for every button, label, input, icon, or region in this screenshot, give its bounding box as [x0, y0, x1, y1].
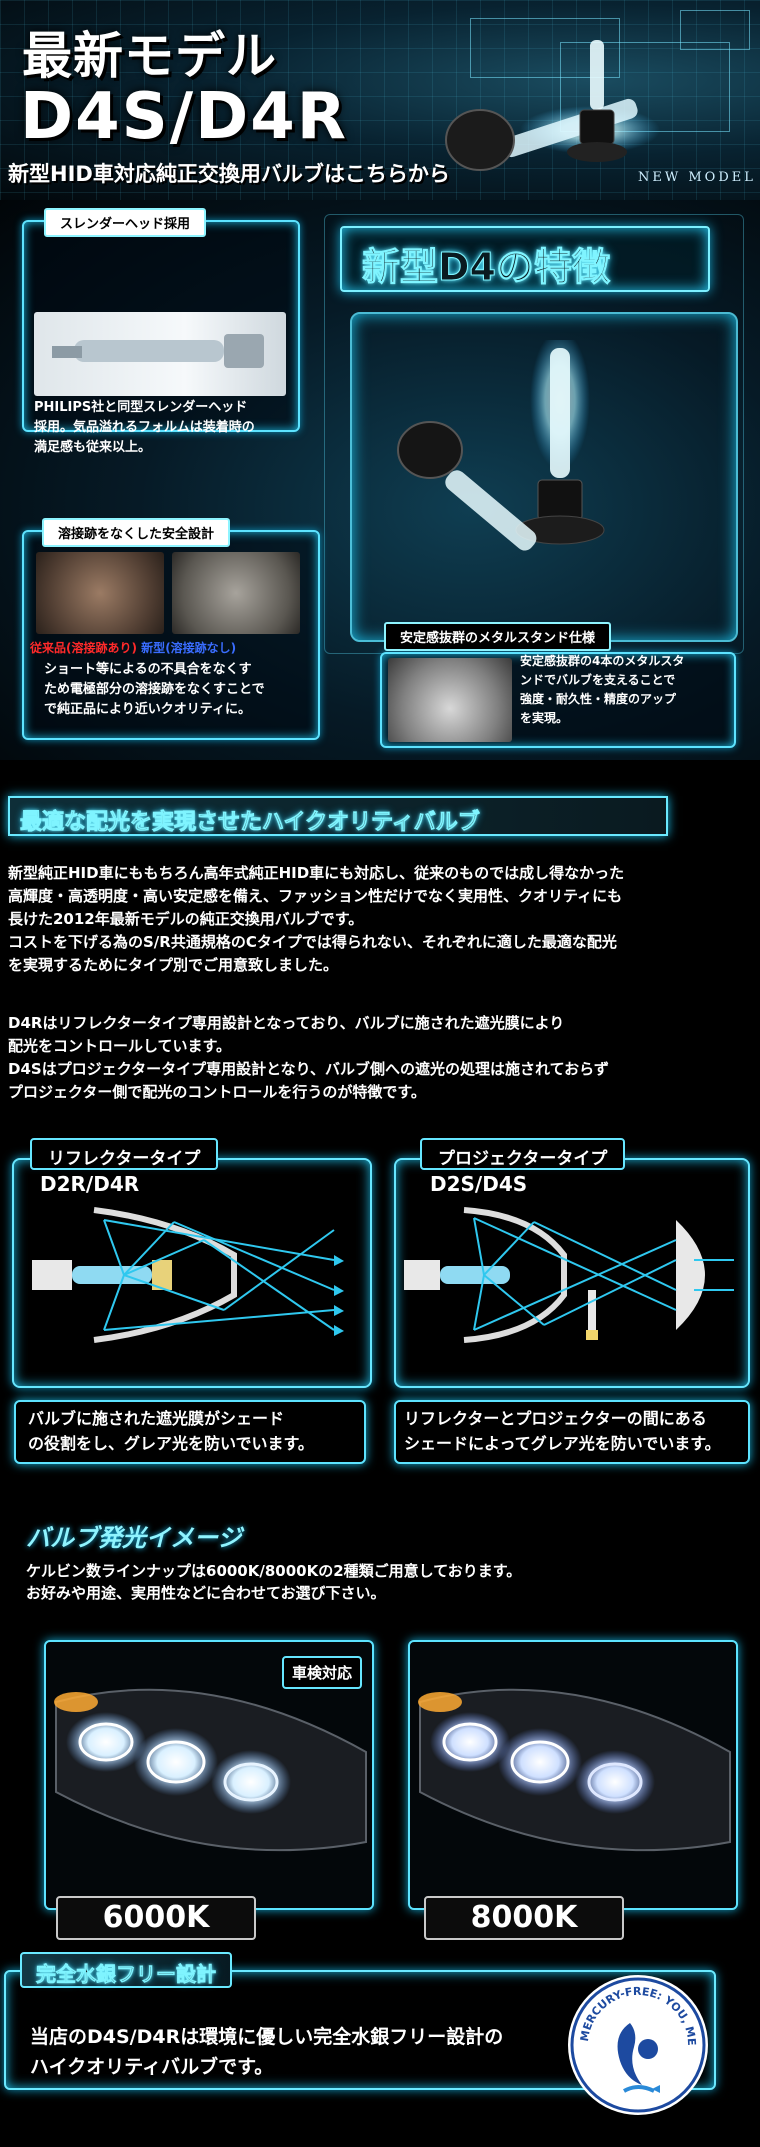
- quality-para1-line1: 新型純正HID車にももちろん高年式純正HID車にも対応し、従来のものでは成し得な…: [8, 864, 625, 882]
- metal-stand-photo: [388, 658, 512, 742]
- new-product-label-suffix: (溶接跡なし): [165, 641, 237, 655]
- mercury-free-seal-logo: MERCURY-FREE: YOU, ME AND BABIES: [568, 1975, 708, 2115]
- reflector-caption-1: バルブに施された遮光膜がシェード: [28, 1409, 285, 1428]
- quality-para1-line2: 高輝度・高透明度・高い安定感を備え、ファッション性だけでなく実用性、クオリティに…: [8, 887, 623, 905]
- slender-head-text-2: 採用。気品溢れるフォルムは装着時の: [34, 420, 255, 435]
- slender-head-tag: スレンダーヘッド採用: [44, 208, 207, 237]
- mercury-free-text-2: ハイクオリティバルブです。: [30, 2056, 274, 2078]
- projector-caption-box: [394, 1400, 750, 1464]
- projector-caption-1: リフレクターとプロジェクターの間にある: [404, 1409, 707, 1428]
- bulb-image-text: ケルビン数ラインナップは6000K/8000Kの2種類ご用意しております。 お好…: [26, 1560, 746, 1604]
- bulb-image-text-1: ケルビン数ラインナップは6000K/8000Kの2種類ご用意しております。: [26, 1562, 522, 1580]
- new-product-label-prefix: 新型: [141, 641, 166, 655]
- quality-para2-line1: D4Rはリフレクタータイプ専用設計となっており、バルブに施された遮光膜により: [8, 1014, 565, 1032]
- metal-stand-tag: 安定感抜群のメタルスタンド仕様: [384, 622, 612, 651]
- reflector-caption-2: の役割をし、グレア光を防いでいます。: [28, 1434, 314, 1453]
- kelvin-8000-label: 8000K: [424, 1896, 624, 1940]
- reflector-caption-box: [14, 1400, 366, 1464]
- old-product-label: 従来品(溶接跡あり): [30, 641, 137, 655]
- quality-title-bar: 最適な配光を実現させたハイクオリティバルブ: [8, 796, 668, 836]
- projector-tab: プロジェクタータイプ: [420, 1138, 626, 1170]
- hero-title-line1: 最新モデル: [22, 27, 277, 85]
- quality-para1-line5: を実現するためにタイプ別でご用意致しました。: [8, 956, 339, 974]
- slender-head-text-1: PHILIPS社と同型スレンダーヘッド: [34, 400, 248, 415]
- welding-tag: 溶接跡をなくした安全設計: [42, 518, 231, 547]
- quality-para1-line4: コストを下げる為のS/R共通規格のCタイプでは得られない、それぞれに適した最適な…: [8, 933, 617, 951]
- quality-title: 最適な配光を実現させたハイクオリティバルブ: [20, 810, 481, 836]
- old-product-photo: [36, 552, 164, 634]
- slender-head-text-3: 満足感も従来以上。: [34, 440, 152, 455]
- welding-text-2: ため電極部分の溶接跡をなくすことで: [44, 682, 265, 697]
- shaken-badge: 車検対応: [282, 1656, 363, 1689]
- metal-stand-text-2: ンドでバルブを支えることで: [520, 673, 676, 687]
- hero-subtitle: 新型HID車対応純正交換用バルブはこちらから: [8, 162, 450, 186]
- quality-para2-line2: 配光をコントロールしています。: [8, 1037, 232, 1055]
- quality-para1-line3: 長けた2012年最新モデルの純正交換用バルブです。: [8, 910, 364, 928]
- reflector-diagram: [32, 1207, 344, 1343]
- car-6000k-panel: [44, 1640, 374, 1910]
- bulb-image-title: バルブ発光イメージ: [26, 1524, 242, 1552]
- quality-para2-line3: D4Sはプロジェクタータイプ専用設計となり、バルブ側への遮光の処理は施されておら…: [8, 1060, 609, 1078]
- hero-title-line2: D4S/D4R: [20, 80, 349, 154]
- kelvin-6000-label: 6000K: [56, 1896, 256, 1940]
- mercury-free-tab: 完全水銀フリー設計: [20, 1952, 232, 1988]
- metal-stand-text-3: 強度・耐久性・精度のアップ: [520, 692, 677, 706]
- quality-para1: 新型純正HID車にももちろん高年式純正HID車にも対応し、従来のものでは成し得な…: [8, 862, 756, 977]
- projector-caption-2: シェードによってグレア光を防いでいます。: [404, 1434, 721, 1453]
- features-title-frame: [340, 226, 710, 292]
- mercury-free-text: 当店のD4S/D4Rは環境に優しい完全水銀フリー設計の ハイクオリティバルブです…: [30, 2022, 503, 2082]
- features-title: 新型D4の特徴: [362, 245, 611, 290]
- d4-bulb-image: [397, 340, 605, 551]
- quality-para2: D4Rはリフレクタータイプ専用設計となっており、バルブに施された遮光膜により 配…: [8, 1012, 756, 1104]
- new-product-photo: [172, 552, 300, 634]
- mercury-free-text-1: 当店のD4S/D4Rは環境に優しい完全水銀フリー設計の: [30, 2026, 504, 2048]
- new-model-label: NEW MODEL: [638, 170, 756, 185]
- slender-head-photo: [34, 312, 286, 396]
- car-8000k-panel: [408, 1640, 738, 1910]
- projector-diagram: [404, 1207, 734, 1343]
- metal-stand-text-1: 安定感抜群の4本のメタルスタ: [520, 654, 685, 668]
- projector-label: D2S/D4S: [430, 1172, 528, 1196]
- reflector-tab: リフレクタータイプ: [30, 1138, 219, 1170]
- quality-para2-line4: プロジェクター側で配光のコントロールを行うのが特徴です。: [8, 1083, 426, 1101]
- welding-text-3: で純正品により近いクオリティに。: [44, 702, 251, 717]
- hero-banner: 最新モデル D4S/D4R 新型HID車対応純正交換用バルブはこちらから NEW…: [0, 0, 760, 200]
- welding-text-1: ショート等によるの不具合をなくす: [44, 662, 252, 677]
- metal-stand-text-4: を実現。: [520, 711, 569, 725]
- bulb-image-text-2: お好みや用途、実用性などに合わせてお選び下さい。: [26, 1584, 386, 1602]
- reflector-label: D2R/D4R: [40, 1172, 140, 1196]
- hid-bulb-image: [445, 40, 660, 171]
- features-section: 新型D4の特徴 スレンダーヘッド採用 PHILIPS社と同型スレンダーヘッド 採…: [0, 200, 760, 760]
